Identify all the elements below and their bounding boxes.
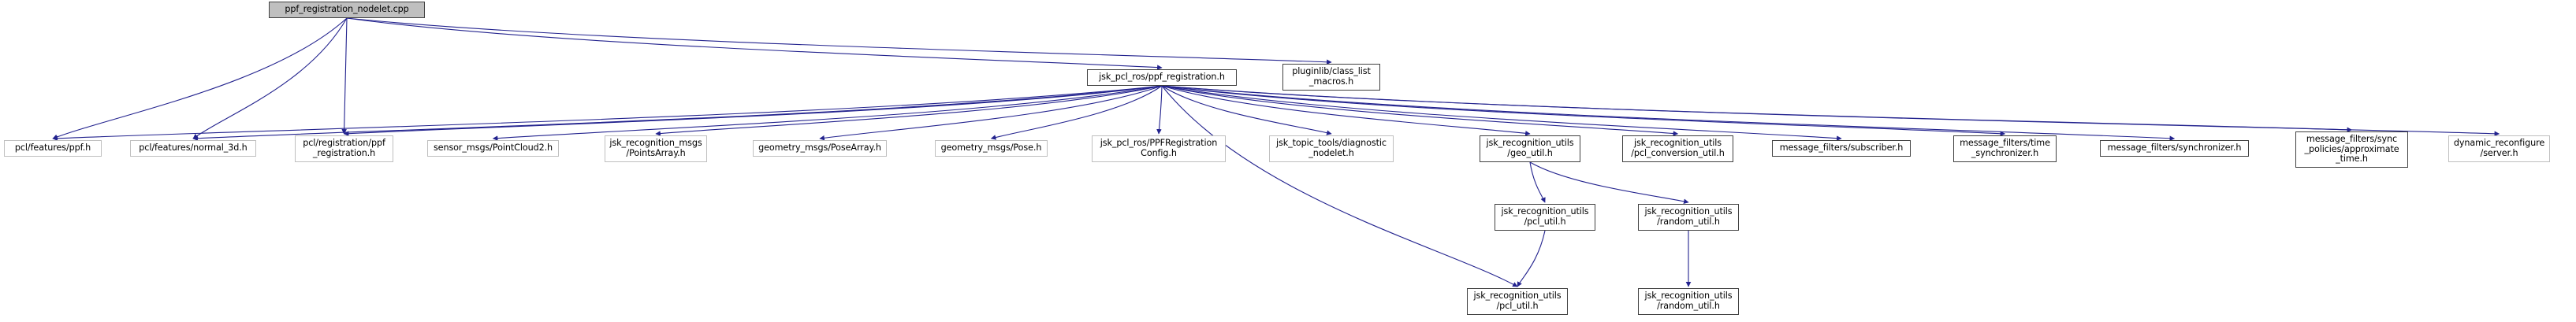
graph-node-n22[interactable]: jsk_recognition_utils /random_util.h bbox=[1638, 288, 1739, 315]
graph-edge-n1-n3 bbox=[52, 85, 1163, 142]
graph-edge-n0-n4 bbox=[192, 17, 348, 139]
graph-node-n13[interactable]: jsk_recognition_utils /pcl_conversion_ut… bbox=[1622, 135, 1733, 162]
graph-node-n12[interactable]: jsk_recognition_utils /geo_util.h bbox=[1480, 135, 1580, 162]
graph-edge-n1-n6 bbox=[492, 85, 1163, 141]
graph-edge-n1-n12 bbox=[1161, 85, 1531, 136]
graph-node-n17[interactable]: message_filters/sync _policies/approxima… bbox=[2295, 131, 2408, 168]
graph-edge-n0-n2 bbox=[346, 17, 1332, 65]
graph-edge-n12-n19 bbox=[1529, 161, 1546, 203]
graph-edge-n1-n10 bbox=[1156, 85, 1163, 135]
graph-node-n5[interactable]: pcl/registration/ppf _registration.h bbox=[295, 135, 393, 162]
graph-edge-n0-n5 bbox=[341, 17, 348, 135]
graph-edge-n1-n17 bbox=[1161, 85, 2353, 133]
graph-node-n10[interactable]: jsk_pcl_ros/PPFRegistration Config.h bbox=[1092, 135, 1226, 162]
graph-edge-n0-n3 bbox=[52, 17, 348, 139]
graph-node-n21[interactable]: jsk_recognition_utils /pcl_util.h bbox=[1467, 288, 1568, 315]
graph-node-n7[interactable]: jsk_recognition_msgs /PointsArray.h bbox=[605, 135, 707, 162]
graph-node-n0[interactable]: ppf_registration_nodelet.cpp bbox=[269, 2, 425, 18]
graph-edge-n1-n9 bbox=[990, 85, 1163, 140]
graph-node-n16[interactable]: message_filters/synchronizer.h bbox=[2100, 140, 2249, 157]
graph-node-n6[interactable]: sensor_msgs/PointCloud2.h bbox=[427, 140, 559, 157]
graph-edge-n1-n15 bbox=[1161, 85, 2006, 137]
graph-edge-n19-n21 bbox=[1517, 230, 1546, 287]
graph-edge-n1-n7 bbox=[655, 85, 1163, 136]
graph-node-n3[interactable]: pcl/features/ppf.h bbox=[4, 140, 102, 157]
graph-edge-n1-n13 bbox=[1161, 85, 1679, 136]
graph-node-n4[interactable]: pcl/features/normal_3d.h bbox=[130, 140, 256, 157]
graph-node-n1[interactable]: jsk_pcl_ros/ppf_registration.h bbox=[1087, 69, 1237, 86]
graph-node-n18[interactable]: dynamic_reconfigure /server.h bbox=[2448, 135, 2550, 162]
graph-edge-n1-n16 bbox=[1161, 85, 2176, 142]
graph-edge-n12-n20 bbox=[1529, 161, 1689, 204]
graph-node-n15[interactable]: message_filters/time _synchronizer.h bbox=[1953, 135, 2057, 162]
graph-node-n14[interactable]: message_filters/subscriber.h bbox=[1772, 140, 1911, 157]
graph-edge-n1-n8 bbox=[819, 85, 1163, 141]
graph-edge-n1-n4 bbox=[192, 85, 1163, 142]
graph-edge-n1-n5 bbox=[343, 85, 1163, 136]
graph-edge-n0-n1 bbox=[346, 17, 1163, 70]
graph-edge-n1-n11 bbox=[1161, 85, 1332, 135]
graph-edge-n1-n18 bbox=[1161, 85, 2500, 137]
graph-node-n8[interactable]: geometry_msgs/PoseArray.h bbox=[753, 140, 887, 157]
graph-node-n19[interactable]: jsk_recognition_utils /pcl_util.h bbox=[1495, 204, 1595, 231]
graph-edge-n1-n21 bbox=[1161, 85, 1518, 287]
graph-node-n11[interactable]: jsk_topic_tools/diagnostic _nodelet.h bbox=[1269, 135, 1394, 162]
graph-node-n2[interactable]: pluginlib/class_list _macros.h bbox=[1282, 64, 1380, 91]
graph-edge-n1-n14 bbox=[1161, 85, 1842, 141]
graph-node-n20[interactable]: jsk_recognition_utils /random_util.h bbox=[1638, 204, 1739, 231]
graph-node-n9[interactable]: geometry_msgs/Pose.h bbox=[935, 140, 1048, 157]
